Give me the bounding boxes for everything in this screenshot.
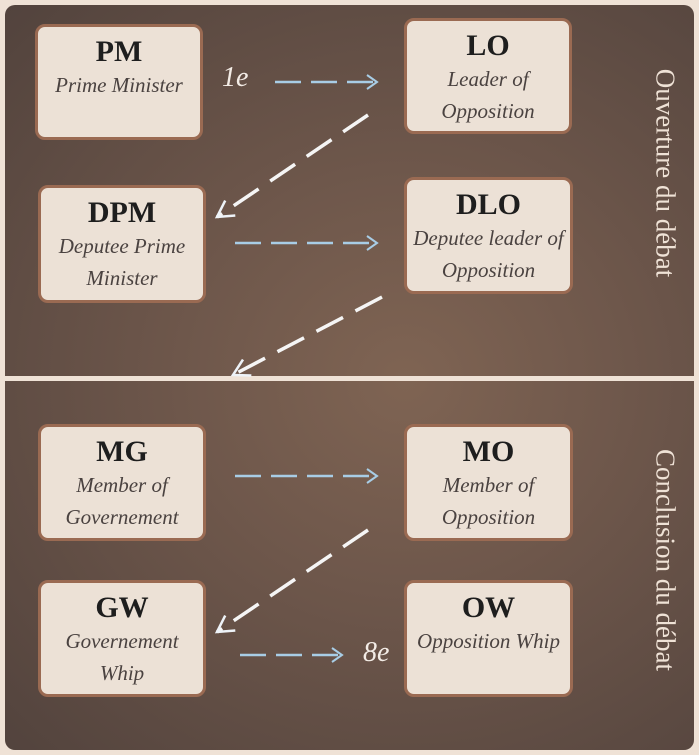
arrow-mo-to-gw: [214, 528, 369, 634]
role-abbr: MO: [462, 435, 515, 468]
arrow-lo-to-dpm: [214, 113, 369, 219]
role-abbr: DPM: [87, 196, 157, 229]
role-full-name: Opposition Whip: [417, 629, 560, 653]
role-full-name: Leader of Opposition: [441, 67, 535, 123]
order-first-label: 1e: [222, 62, 249, 93]
section-divider: [5, 376, 694, 381]
role-abbr: LO: [466, 29, 510, 62]
role-box-dpm: DPM Deputee Prime Minister: [38, 185, 206, 303]
role-abbr: OW: [461, 591, 516, 624]
arrows-layer: [214, 74, 383, 663]
role-abbr: MG: [96, 435, 148, 468]
section-label-closing: Conclusion du débat: [650, 449, 681, 671]
role-box-dlo: DLO Deputee leader of Opposition: [404, 177, 573, 294]
role-box-mg: MG Member of Governement: [38, 424, 206, 541]
order-last-label: 8e: [363, 637, 390, 668]
diagram-frame: 1e 8e PM Prime Minister LO Leader of Opp…: [5, 5, 694, 750]
role-abbr: PM: [95, 35, 143, 68]
role-full-name: Prime Minister: [55, 73, 183, 97]
role-box-mo: MO Member of Opposition: [404, 424, 573, 541]
role-full-name: Deputee Prime Minister: [58, 234, 186, 290]
arrow-dlo-to-mg: [230, 295, 383, 377]
role-full-name: Governement Whip: [65, 629, 179, 685]
section-label-opening: Ouverture du débat: [650, 68, 681, 278]
role-box-gw: GW Governement Whip: [38, 580, 206, 697]
role-abbr: DLO: [455, 188, 521, 221]
role-full-name: Deputee leader of Opposition: [413, 226, 564, 282]
role-full-name: Member of Governement: [65, 473, 179, 529]
role-box-lo: LO Leader of Opposition: [404, 18, 572, 134]
role-abbr: GW: [95, 591, 149, 624]
role-full-name: Member of Opposition: [441, 473, 536, 529]
role-box-ow: OW Opposition Whip: [404, 580, 573, 697]
role-box-pm: PM Prime Minister: [35, 24, 203, 140]
